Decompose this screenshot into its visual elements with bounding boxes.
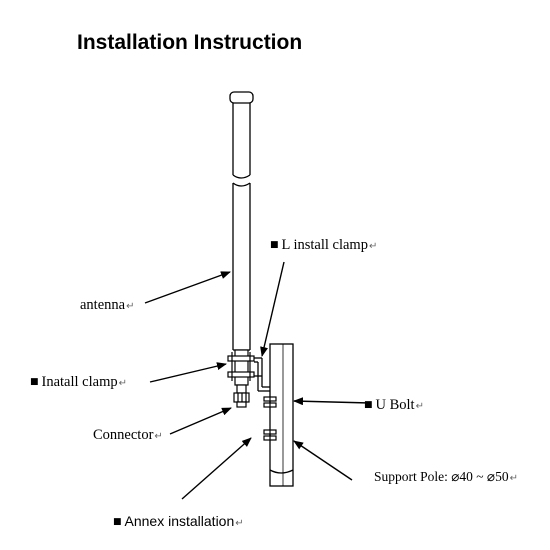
label-connector: Connector↵ bbox=[93, 428, 163, 443]
label-text: Annex installation bbox=[124, 513, 235, 529]
label-text: antenna bbox=[80, 297, 126, 313]
label-u-bolt: ■U Bolt↵ bbox=[364, 398, 424, 413]
return-icon: ↵ bbox=[118, 378, 127, 389]
label-text: Connector bbox=[93, 427, 154, 443]
l-install-clamp bbox=[254, 357, 270, 392]
return-icon: ↵ bbox=[415, 401, 424, 412]
antenna-base bbox=[227, 349, 255, 408]
bullet-icon: ■ bbox=[364, 400, 373, 411]
support-pole bbox=[269, 343, 294, 487]
bullet-icon: ■ bbox=[30, 377, 39, 388]
leader-arrows bbox=[144, 261, 371, 500]
label-support-pole: Support Pole: ⌀40 ~ ⌀50↵ bbox=[374, 470, 518, 484]
label-l-install-clamp: ■L install clamp↵ bbox=[270, 238, 377, 253]
label-text: Inatall clamp bbox=[41, 374, 118, 390]
bullet-icon: ■ bbox=[113, 516, 122, 527]
return-icon: ↵ bbox=[235, 518, 244, 529]
label-text: Support Pole: ⌀40 ~ ⌀50 bbox=[374, 469, 509, 484]
bullet-icon: ■ bbox=[270, 240, 279, 251]
label-text: L install clamp bbox=[281, 237, 368, 253]
u-bolts bbox=[263, 396, 277, 441]
label-text: U Bolt bbox=[375, 397, 415, 413]
label-annex-installation: ■Annex installation↵ bbox=[113, 514, 244, 529]
return-icon: ↵ bbox=[368, 241, 378, 252]
antenna-cap bbox=[229, 91, 254, 104]
return-icon: ↵ bbox=[154, 431, 163, 442]
return-icon: ↵ bbox=[126, 301, 135, 312]
return-icon: ↵ bbox=[509, 473, 518, 484]
diagram-title: Installation Instruction bbox=[77, 31, 303, 54]
label-antenna: antenna↵ bbox=[80, 298, 134, 313]
antenna-radome bbox=[232, 103, 251, 351]
label-install-clamp: ■Inatall clamp↵ bbox=[30, 375, 127, 390]
